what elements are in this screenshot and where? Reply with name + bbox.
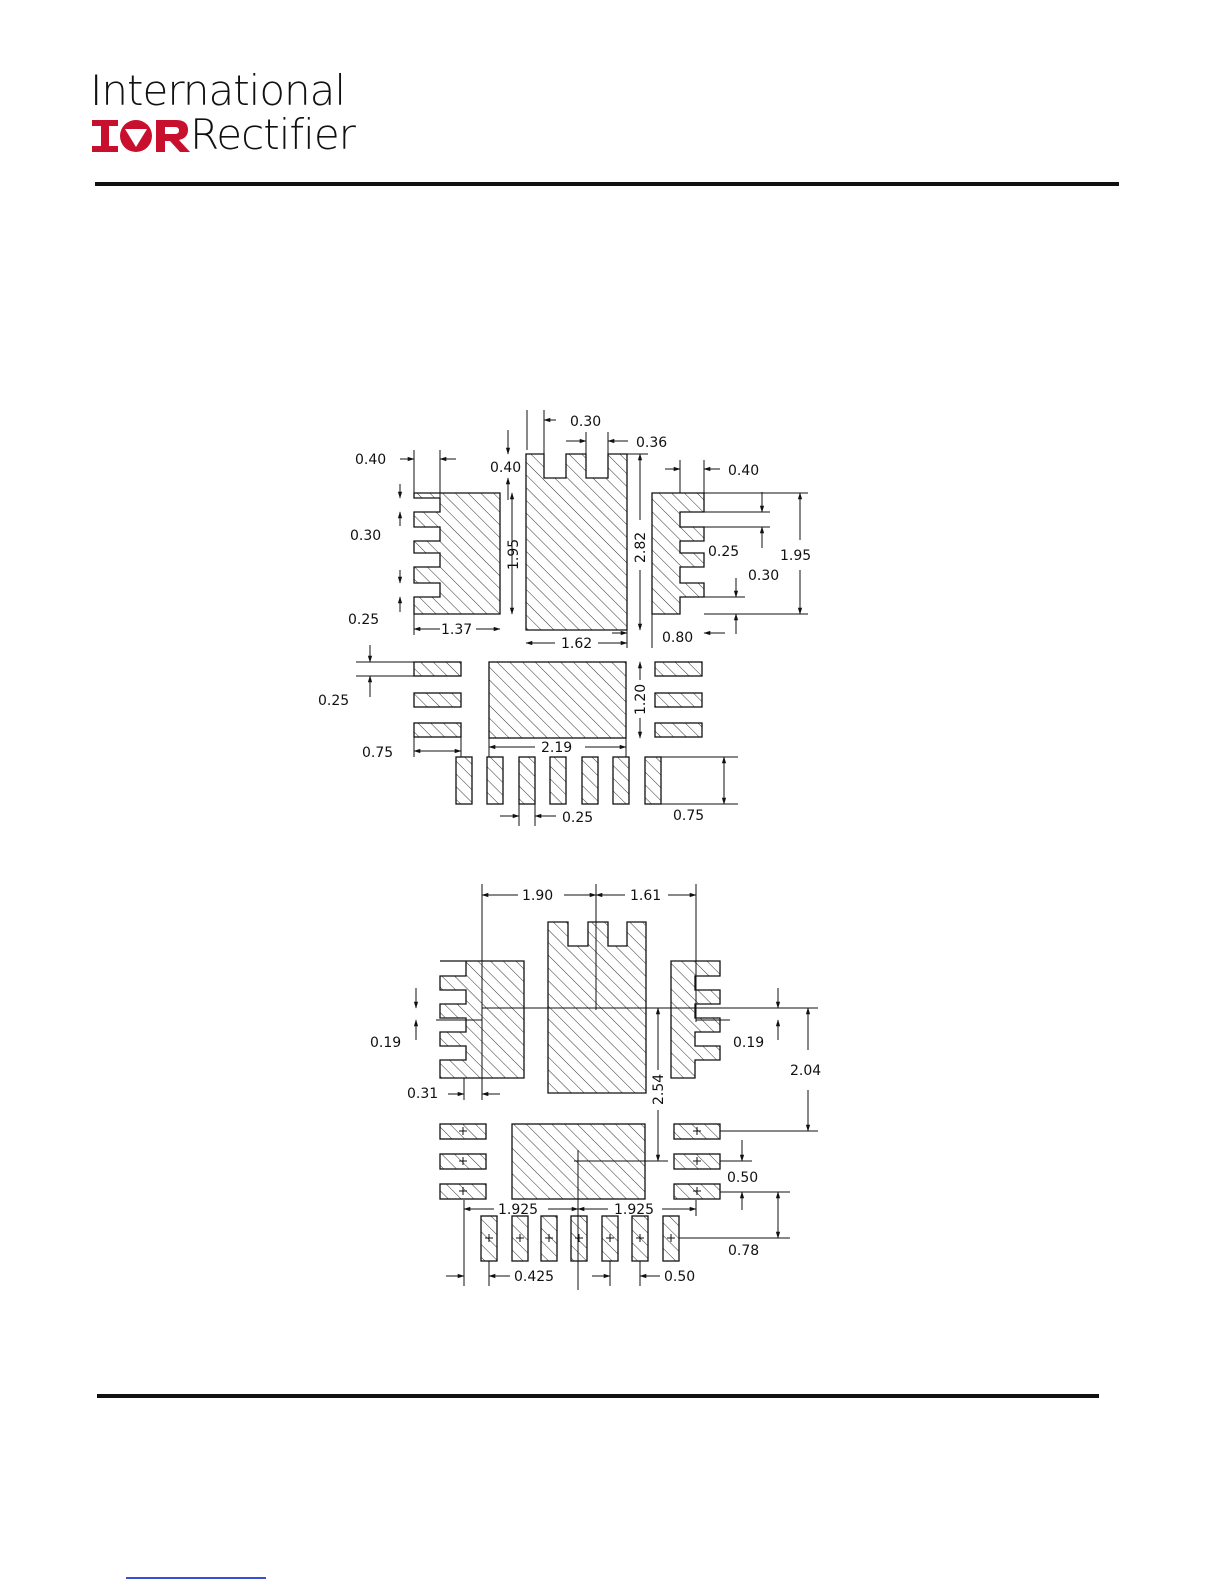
dim-1.37: 1.37 — [441, 622, 472, 638]
dim-1.61: 1.61 — [630, 888, 661, 904]
pad-center-lower — [489, 662, 626, 738]
dim-0.40-left: 0.40 — [355, 452, 386, 468]
pad-bottom-2 — [487, 757, 503, 804]
pad-bottom-5 — [582, 757, 598, 804]
dim-0.40-right: 0.40 — [728, 463, 759, 479]
pad-bottom-4 — [550, 757, 566, 804]
dim-1.90: 1.90 — [522, 888, 553, 904]
dim-0.80: 0.80 — [662, 630, 693, 646]
pad-left-comb — [414, 493, 500, 614]
pad-bottom-6 — [613, 757, 629, 804]
dim-1.925-right: 1.925 — [614, 1202, 654, 1218]
pad-bottom-7 — [645, 757, 661, 804]
pad-center-large — [526, 454, 627, 630]
dim-0.31: 0.31 — [407, 1086, 438, 1102]
dim-0.40-center: 0.40 — [490, 460, 521, 476]
dim-0.30-right: 0.30 — [748, 568, 779, 584]
dim-2.19: 2.19 — [541, 740, 572, 756]
dim-1.95-right: 1.95 — [780, 548, 811, 564]
pad-right-comb — [652, 493, 704, 614]
dim-0.25-mid: 0.25 — [318, 693, 349, 709]
pad-bottom-3 — [519, 757, 535, 804]
dim-0.50-bottom: 0.50 — [664, 1269, 695, 1285]
dim-1.925-left: 1.925 — [498, 1202, 538, 1218]
dim-1.20: 1.20 — [633, 684, 649, 715]
dim-0.425: 0.425 — [514, 1269, 554, 1285]
pad-right-small-3 — [655, 723, 702, 737]
pad-left-small-1 — [414, 662, 461, 676]
pad-left-small-3 — [414, 723, 461, 737]
dim-0.75-right: 0.75 — [673, 808, 704, 824]
dim-0.78: 0.78 — [728, 1243, 759, 1259]
dim-0.25-left: 0.25 — [348, 612, 379, 628]
pad-right-small-1 — [655, 662, 702, 676]
dim-2.54: 2.54 — [651, 1074, 667, 1105]
dim-0.25-bottom: 0.25 — [562, 810, 593, 826]
dim-2.04: 2.04 — [790, 1063, 821, 1079]
dim-0.30-left: 0.30 — [350, 528, 381, 544]
pad-right-small-2 — [655, 693, 702, 707]
dim-0.36: 0.36 — [636, 435, 667, 451]
pad-left-small-2 — [414, 693, 461, 707]
dim-0.25-right: 0.25 — [708, 544, 739, 560]
dim-0.75-left: 0.75 — [362, 745, 393, 761]
dim-0.30-top: 0.30 — [570, 414, 601, 430]
footer-rule — [97, 1394, 1099, 1398]
pad-bottom-1 — [456, 757, 472, 804]
dim-1.95-center: 1.95 — [506, 539, 522, 570]
footer-link-underline[interactable] — [126, 1577, 266, 1579]
dim-2.82: 2.82 — [633, 532, 649, 563]
dim-1.62: 1.62 — [561, 636, 592, 652]
dim-0.19-left: 0.19 — [370, 1035, 401, 1051]
dim-0.19-right: 0.19 — [733, 1035, 764, 1051]
dim-0.50-right: 0.50 — [727, 1170, 758, 1186]
